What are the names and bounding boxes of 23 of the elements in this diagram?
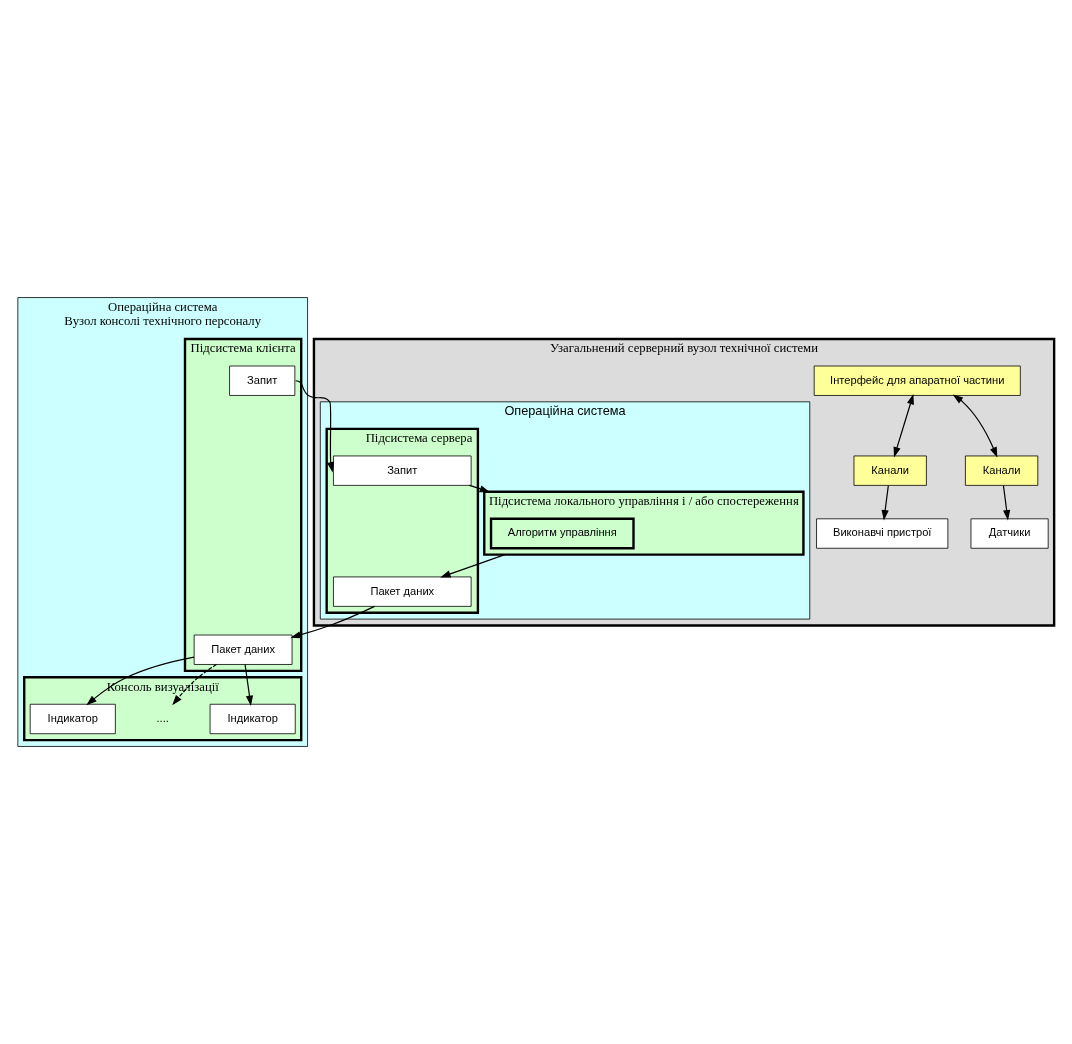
node-box: Запит — [229, 365, 296, 396]
node-box: Канали — [853, 455, 927, 486]
arrow — [244, 663, 254, 706]
node-box: Індикатор — [29, 703, 116, 735]
node-box: Виконавчі пристрої — [816, 518, 949, 549]
node-box: Пакет даних — [193, 634, 293, 665]
arrow — [952, 394, 998, 458]
arrow — [440, 554, 506, 578]
arrow — [172, 664, 218, 706]
arrow — [290, 605, 376, 639]
arrow — [881, 485, 889, 521]
arrow — [468, 484, 490, 493]
node-box: Інтерфейс для апаратної частини — [813, 365, 1021, 396]
node-box: Канали — [965, 455, 1039, 486]
arrow — [86, 656, 195, 706]
node-box: Алгоритм управління — [489, 517, 635, 550]
node-box: Пакет даних — [333, 576, 472, 607]
arrow — [1002, 485, 1011, 521]
node-text: .... — [156, 711, 169, 724]
arrow — [893, 394, 914, 458]
node-box: Індикатор — [209, 703, 296, 735]
node-box: Датчики — [970, 518, 1049, 549]
node-box: Запит — [333, 455, 472, 486]
